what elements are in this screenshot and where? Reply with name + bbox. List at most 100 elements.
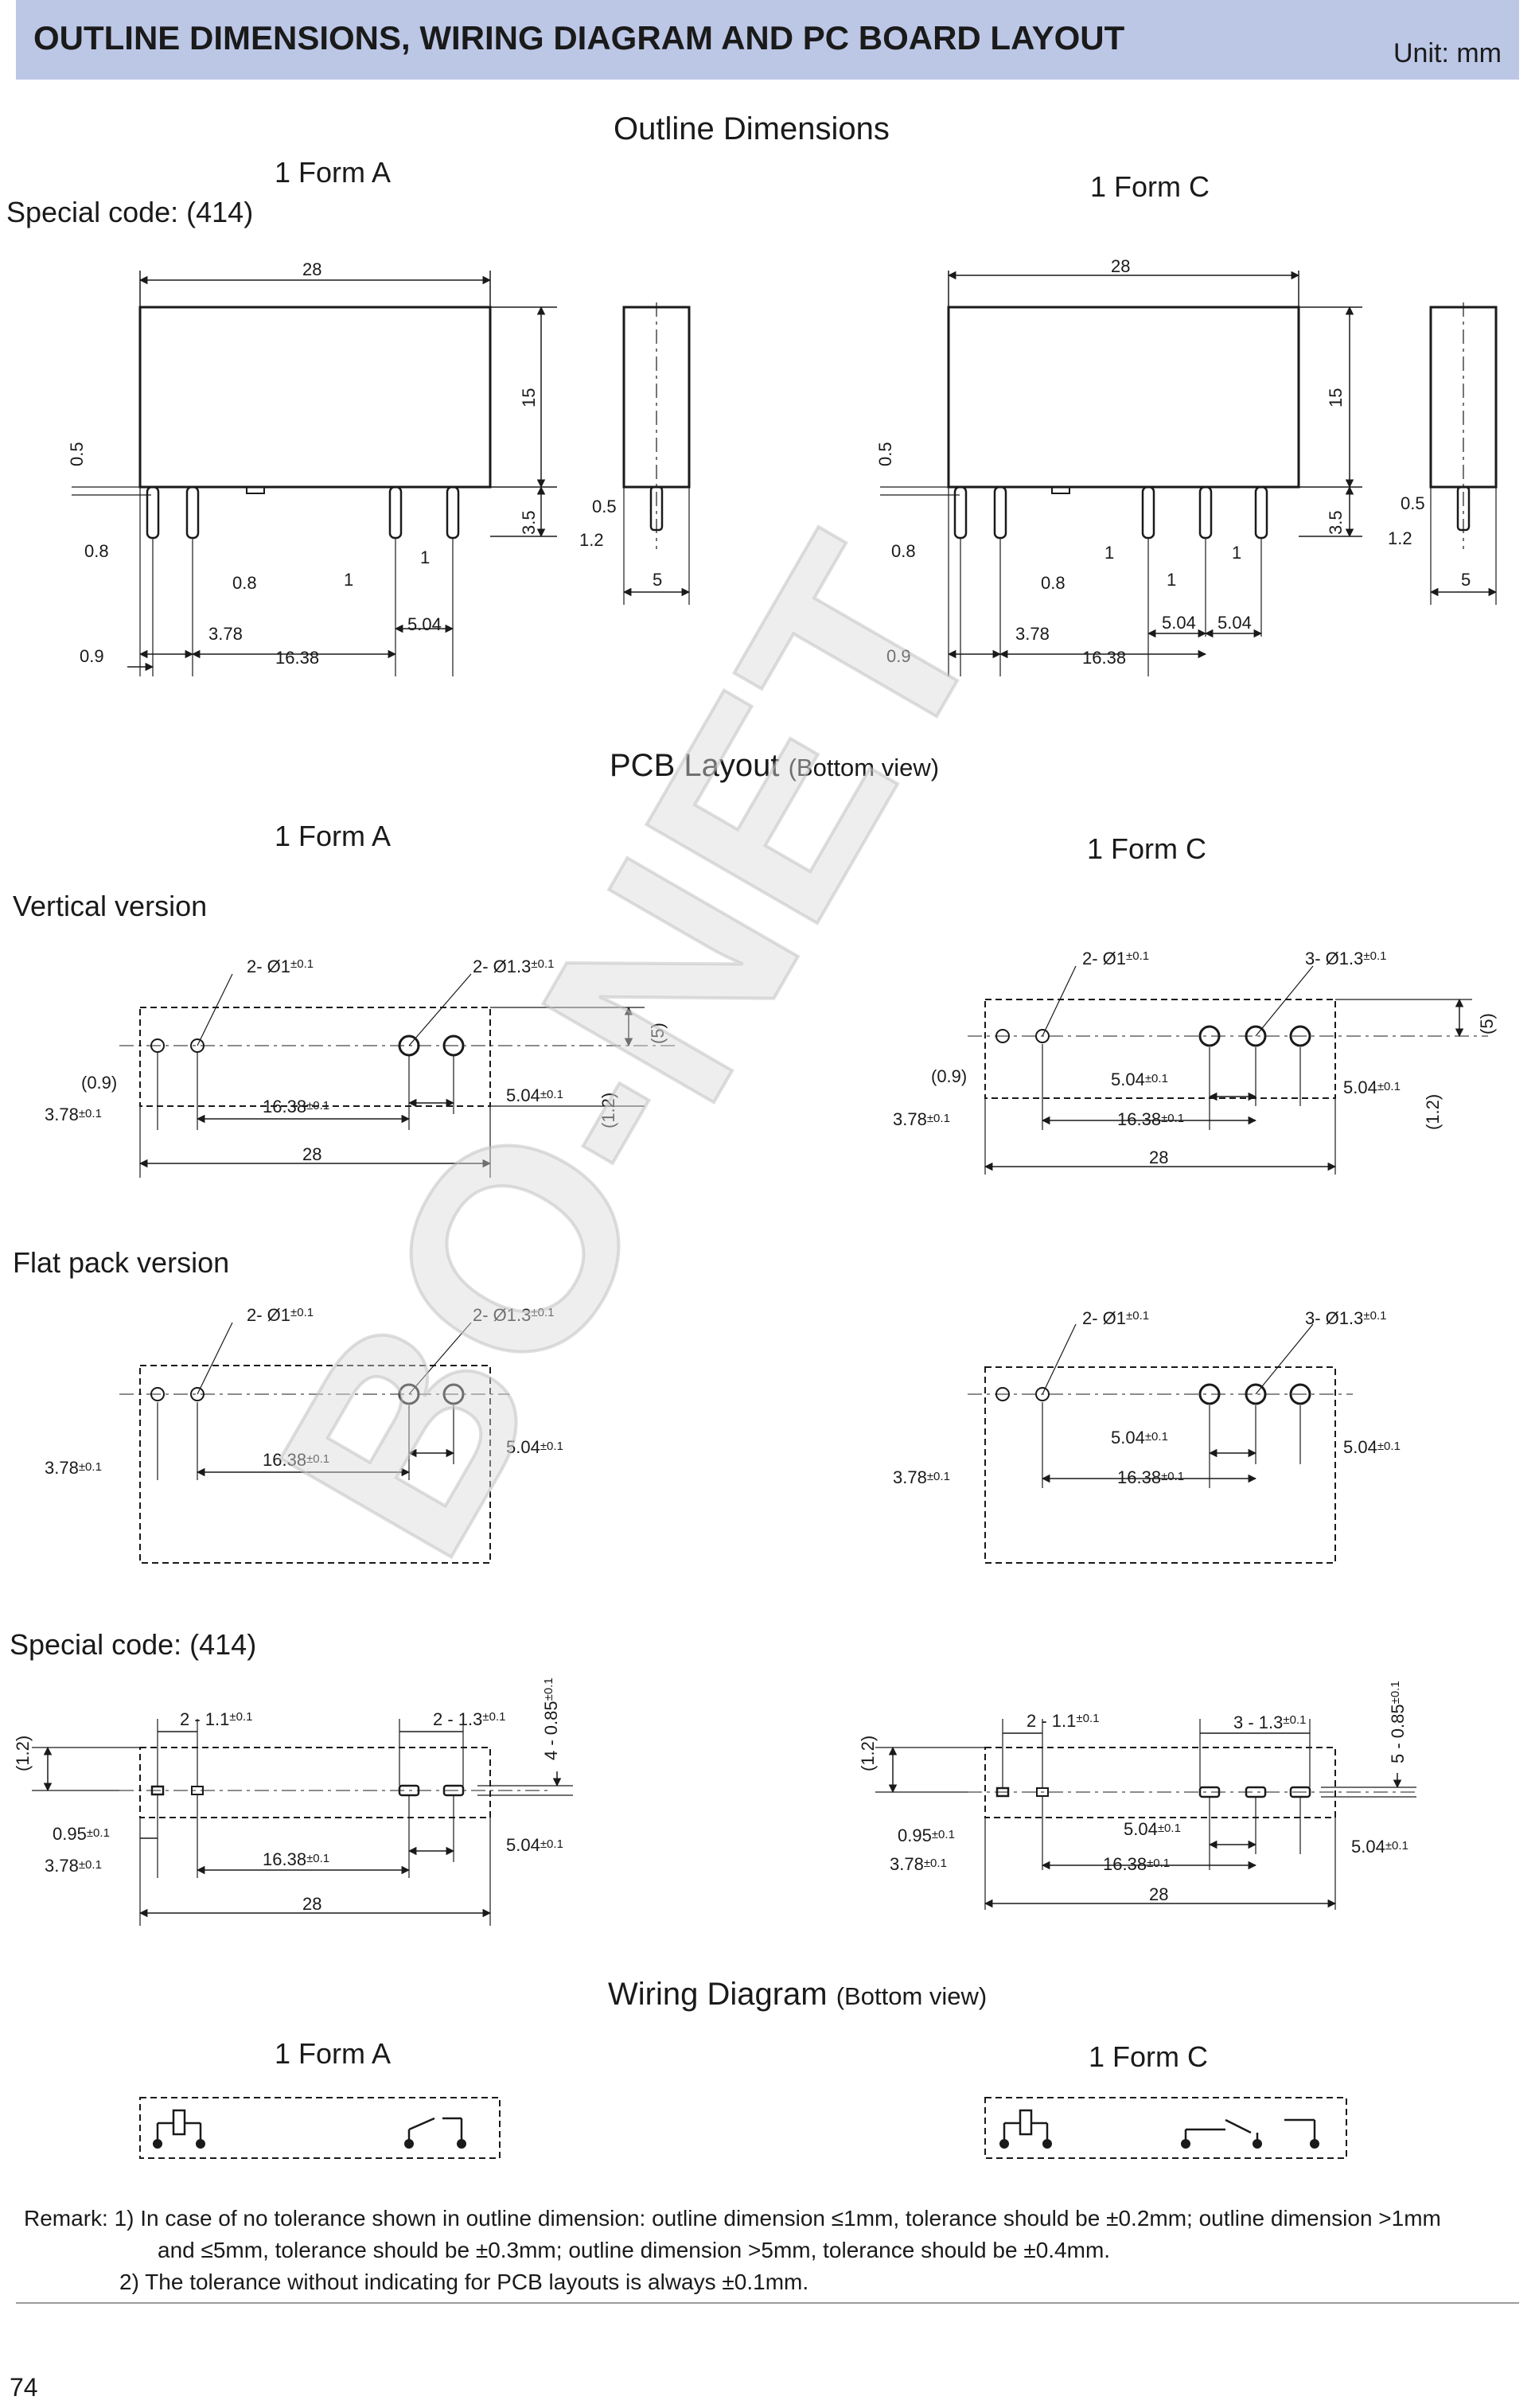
pcb-special-form-c <box>875 1719 1416 1910</box>
pcb-sc-12: (1.2) <box>858 1736 878 1771</box>
outline-form-a-label: 1 Form A <box>275 156 392 189</box>
unit-label: Unit: mm <box>1393 38 1502 68</box>
pcb-sc-slot-w: 5 - 0.85±0.1 <box>1388 1681 1408 1763</box>
wiring-form-a <box>139 2097 501 2159</box>
pcb-fc-hole-small: 2- Ø1±0.1 <box>1082 1308 1149 1328</box>
pcb-vertical-form-a <box>119 973 676 1178</box>
dim-side-12-a: 1.2 <box>579 530 604 550</box>
dim-05-c: 0.5 <box>875 442 895 466</box>
pcb-sc-504b: 5.04±0.1 <box>1351 1837 1408 1857</box>
pcb-flat-form-c <box>968 1323 1353 1564</box>
pcb-vertical-form-c <box>968 965 1488 1175</box>
pcb-fc-504a: 5.04±0.1 <box>1111 1428 1168 1448</box>
vertical-version-label: Vertical version <box>13 890 208 922</box>
pcb-subtitle: (Bottom view) <box>788 754 940 781</box>
watermark-text: BO-NET <box>218 493 1044 1604</box>
pcb-sa-095: 0.95±0.1 <box>53 1824 110 1844</box>
pcb-fa-504: 5.04±0.1 <box>506 1437 563 1457</box>
dim-1a-a: 1 <box>344 570 353 590</box>
pcb-va-504: 5.04±0.1 <box>506 1085 563 1105</box>
pcb-sa-12: (1.2) <box>13 1736 33 1771</box>
dim-504a-c: 5.04 <box>1162 613 1196 633</box>
dim-side-5-c: 5 <box>1461 570 1471 590</box>
pcb-title-text: PCB Layout <box>610 748 780 783</box>
remark-line-2: and ≤5mm, tolerance should be ±0.3mm; ou… <box>158 2238 1111 2262</box>
pcb-sc-slot-small: 2 - 1.1±0.1 <box>1027 1711 1099 1731</box>
pcb-va-12: (1.2) <box>598 1093 618 1128</box>
dim-1638-c: 16.38 <box>1082 648 1126 668</box>
pcb-fc-378: 3.78±0.1 <box>893 1467 950 1487</box>
dim-08b-c: 0.8 <box>1041 573 1066 593</box>
dim-08b-a: 0.8 <box>232 573 257 593</box>
pcb-special-form-a <box>32 1719 573 1926</box>
pcb-sa-378: 3.78±0.1 <box>45 1856 102 1876</box>
outline-title: Outline Dimensions <box>614 111 890 146</box>
pcb-sa-slot-small: 2 - 1.1±0.1 <box>180 1709 252 1729</box>
dim-378-c: 3.78 <box>1015 624 1050 644</box>
dim-05-a: 0.5 <box>67 442 87 466</box>
pcb-sa-504: 5.04±0.1 <box>506 1835 563 1855</box>
dim-35-c: 3.5 <box>1326 510 1346 535</box>
wiring-subtitle: (Bottom view) <box>836 1982 988 2010</box>
pcb-vc-1638: 16.38±0.1 <box>1117 1109 1184 1129</box>
pcb-form-a-label: 1 Form A <box>275 820 392 852</box>
wiring-form-c <box>984 2097 1347 2159</box>
wiring-title: Wiring Diagram (Bottom view) <box>608 1977 987 2013</box>
header-bar: OUTLINE DIMENSIONS, WIRING DIAGRAM AND P… <box>16 0 1519 80</box>
pcb-va-1638: 16.38±0.1 <box>263 1097 329 1116</box>
pcb-fa-1638: 16.38±0.1 <box>263 1450 329 1470</box>
pcb-fc-1638: 16.38±0.1 <box>1117 1467 1184 1487</box>
pcb-va-hole-small: 2- Ø1±0.1 <box>247 957 314 976</box>
pcb-va-09: (0.9) <box>81 1073 117 1093</box>
pcb-sc-slot-large: 3 - 1.3±0.1 <box>1233 1712 1306 1732</box>
dim-28-c: 28 <box>1111 256 1130 276</box>
dim-side-05-a: 0.5 <box>592 497 617 516</box>
pcb-vc-09: (0.9) <box>931 1066 967 1086</box>
pcb-va-5: (5) <box>648 1023 668 1044</box>
dim-1638-a: 16.38 <box>275 648 319 668</box>
dim-side-5-a: 5 <box>653 570 662 590</box>
dim-side-05-c: 0.5 <box>1401 493 1425 513</box>
pcb-flat-form-a <box>119 1322 509 1564</box>
outline-form-a-drawing <box>72 271 691 676</box>
dim-08a-a: 0.8 <box>84 541 109 561</box>
outline-form-c-drawing <box>880 271 1498 676</box>
page-title: OUTLINE DIMENSIONS, WIRING DIAGRAM AND P… <box>33 19 1125 56</box>
pcb-vc-378: 3.78±0.1 <box>893 1109 950 1129</box>
pcb-vc-12: (1.2) <box>1423 1094 1443 1130</box>
dim-08a-c: 0.8 <box>891 541 916 561</box>
pcb-sa-slot-w: 4 - 0.85±0.1 <box>541 1677 561 1760</box>
pcb-sa-1638: 16.38±0.1 <box>263 1849 329 1869</box>
pcb-va-378: 3.78±0.1 <box>45 1105 102 1124</box>
remark-line-3: 2) The tolerance without indicating for … <box>119 2270 809 2294</box>
page-number: 74 <box>10 2373 38 2402</box>
pcb-sa-slot-large: 2 - 1.3±0.1 <box>433 1709 505 1729</box>
dim-504-a: 5.04 <box>407 614 442 634</box>
dim-35-a: 3.5 <box>519 510 539 535</box>
dim-1c-c: 1 <box>1232 543 1241 563</box>
pcb-sc-28: 28 <box>1149 1884 1168 1904</box>
pcb-fa-hole-small: 2- Ø1±0.1 <box>247 1305 314 1325</box>
pcb-form-c-label: 1 Form C <box>1087 832 1207 865</box>
wiring-title-text: Wiring Diagram <box>608 1977 828 2012</box>
remarks: Remark: 1) In case of no tolerance shown… <box>24 2203 1441 2298</box>
dim-15-a: 15 <box>519 388 539 407</box>
pcb-title: PCB Layout (Bottom view) <box>610 748 939 784</box>
dim-504b-c: 5.04 <box>1217 613 1252 633</box>
dim-15-c: 15 <box>1326 388 1346 407</box>
pcb-vc-504b: 5.04±0.1 <box>1343 1077 1401 1097</box>
dim-09-c: 0.9 <box>886 646 911 666</box>
wiring-form-a-label: 1 Form A <box>275 2037 392 2070</box>
remark-line-1: Remark: 1) In case of no tolerance shown… <box>24 2206 1441 2231</box>
pcb-fc-504b: 5.04±0.1 <box>1343 1437 1401 1457</box>
flat-pack-label: Flat pack version <box>13 1246 230 1279</box>
pcb-sa-28: 28 <box>302 1894 321 1914</box>
pcb-sc-095: 0.95±0.1 <box>898 1825 955 1845</box>
dim-1b-c: 1 <box>1167 570 1176 590</box>
pcb-va-hole-large: 2- Ø1.3±0.1 <box>473 957 554 976</box>
pcb-fc-hole-large: 3- Ø1.3±0.1 <box>1305 1308 1386 1328</box>
pcb-vc-hole-large: 3- Ø1.3±0.1 <box>1305 949 1386 968</box>
dim-1a-c: 1 <box>1104 543 1114 563</box>
pcb-vc-504a: 5.04±0.1 <box>1111 1070 1168 1089</box>
